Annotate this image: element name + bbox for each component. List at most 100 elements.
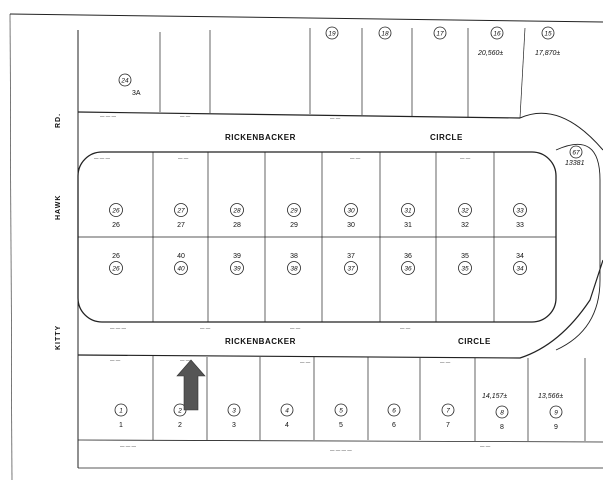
lot-39-label: 39 xyxy=(233,253,241,260)
street-upper-name: RICKENBACKER xyxy=(225,133,296,142)
lot-26-upper-label: 26 xyxy=(112,222,120,229)
lot-6-circled: 6 xyxy=(392,408,396,415)
lot-7-circled: 7 xyxy=(446,408,450,415)
svg-text:— —: — — xyxy=(480,444,491,449)
lot-28-circled: 28 xyxy=(232,208,241,215)
svg-text:— —: — — xyxy=(440,360,451,365)
svg-text:— —: — — xyxy=(180,358,191,363)
lot-7-label: 7 xyxy=(446,422,450,429)
top-lots: 24 3A 19 18 17 16 15 20,560± 17,870± xyxy=(118,26,560,97)
lot-2-circled: 2 xyxy=(177,408,182,415)
lot-6[interactable]: 6 6 xyxy=(387,403,401,429)
road-word-rd: RD. xyxy=(55,113,62,128)
lot-9-circled: 9 xyxy=(554,410,558,417)
lot-38-circled: 38 xyxy=(290,266,298,273)
lot-27-label: 27 xyxy=(177,222,185,229)
lot-36-circled: 36 xyxy=(404,266,412,273)
lot-33-circled: 33 xyxy=(516,208,524,215)
lot-38[interactable]: 38 38 xyxy=(287,253,301,275)
street-upper-suffix: CIRCLE xyxy=(430,133,463,142)
top-lot-24-label: 3A xyxy=(132,90,141,97)
lot-37[interactable]: 37 37 xyxy=(344,253,358,275)
top-lot-16[interactable]: 16 xyxy=(490,26,504,40)
svg-text:— —: — — xyxy=(350,156,361,161)
lot-9-label: 9 xyxy=(554,424,558,431)
road-word-kitty: KITTY xyxy=(55,325,62,350)
svg-text:— —: — — xyxy=(460,156,471,161)
lot-3-circled: 3 xyxy=(232,408,236,415)
lot-35-label: 35 xyxy=(461,253,469,260)
right-circled-number: 67 xyxy=(572,150,580,157)
lot-1[interactable]: 1 1 xyxy=(114,403,128,429)
lot-35-circled: 35 xyxy=(461,266,469,273)
dimension-notes: — — — — — — — — — — — — — — — — — — — — … xyxy=(94,114,491,453)
lot-8-circled: 8 xyxy=(500,410,504,417)
street-lower-suffix: CIRCLE xyxy=(458,337,491,346)
lot-35[interactable]: 35 35 xyxy=(458,253,472,275)
top-lot-24-number: 24 xyxy=(120,78,129,85)
bottom-lot-lines xyxy=(77,356,603,443)
top-lot-18-number: 18 xyxy=(381,31,389,38)
lot-34-label: 34 xyxy=(516,253,524,260)
top-lot-17[interactable]: 17 xyxy=(433,26,447,40)
lot-8-label: 8 xyxy=(500,424,504,431)
lot-26-lower[interactable]: 26 26 xyxy=(109,253,123,275)
top-lot-lines xyxy=(77,27,603,151)
lot-6-label: 6 xyxy=(392,422,396,429)
lower-row-lots: 26 26 40 40 39 39 38 38 37 37 36 36 xyxy=(109,253,527,275)
lot-4-circled: 4 xyxy=(285,408,289,415)
lot-5[interactable]: 5 5 xyxy=(334,403,348,429)
lot-28[interactable]: 28 28 xyxy=(230,203,244,230)
lot-1-label: 1 xyxy=(119,422,123,429)
svg-text:— — —: — — — xyxy=(100,114,117,119)
lot-39-circled: 39 xyxy=(233,266,241,273)
right-area-label: 13381 xyxy=(565,160,585,167)
lot-9[interactable]: 9 9 xyxy=(549,405,563,431)
top-area-1: 20,560± xyxy=(477,50,503,57)
lot-29[interactable]: 29 29 xyxy=(287,203,301,230)
lot-29-label: 29 xyxy=(290,222,298,229)
top-lot-18[interactable]: 18 xyxy=(378,26,392,40)
lot-4-label: 4 xyxy=(285,422,289,429)
lot-7[interactable]: 7 7 xyxy=(441,403,455,429)
lot-4[interactable]: 4 4 xyxy=(280,403,294,429)
lot-8[interactable]: 8 8 xyxy=(495,405,509,431)
top-lot-16-number: 16 xyxy=(493,31,501,38)
lot-40[interactable]: 40 40 xyxy=(174,253,188,275)
lot-27[interactable]: 27 27 xyxy=(174,203,188,230)
top-lot-17-number: 17 xyxy=(436,31,444,38)
bottom-row-lots: 1 1 2 2 3 3 4 4 5 5 6 6 7 xyxy=(114,393,563,431)
lot-32[interactable]: 32 32 xyxy=(458,203,472,230)
road-word-hawk: HAWK xyxy=(55,195,62,220)
svg-text:— — —: — — — xyxy=(110,326,127,331)
top-lot-19[interactable]: 19 xyxy=(325,26,339,40)
lot-26-upper[interactable]: 26 26 xyxy=(109,203,123,230)
lot-30[interactable]: 30 30 xyxy=(344,203,358,230)
bottom-area-1: 14,157± xyxy=(482,393,507,400)
svg-text:— —: — — xyxy=(330,116,341,121)
top-area-2: 17,870± xyxy=(535,50,560,57)
svg-text:— —: — — xyxy=(300,360,311,365)
top-lot-24[interactable]: 24 3A xyxy=(118,73,141,97)
lot-3[interactable]: 3 3 xyxy=(227,403,241,429)
upper-row-lots: 26 26 27 27 28 28 29 29 30 30 31 31 xyxy=(109,203,527,230)
top-lot-15[interactable]: 15 xyxy=(541,26,555,40)
lot-33[interactable]: 33 33 xyxy=(513,203,527,230)
lot-5-circled: 5 xyxy=(339,408,343,415)
lot-1-circled: 1 xyxy=(119,408,123,415)
lot-34[interactable]: 34 34 xyxy=(513,253,527,275)
lot-36-label: 36 xyxy=(404,253,412,260)
lot-31[interactable]: 31 31 xyxy=(401,203,415,230)
lot-3-label: 3 xyxy=(232,422,236,429)
right-edge-labels: 67 13381 xyxy=(565,145,585,167)
lot-36[interactable]: 36 36 xyxy=(401,253,415,275)
lot-31-circled: 31 xyxy=(404,208,412,215)
lot-26-lower-label: 26 xyxy=(112,253,120,260)
svg-text:— —: — — xyxy=(178,156,189,161)
lot-39[interactable]: 39 39 xyxy=(230,253,244,275)
lot-2-label: 2 xyxy=(178,422,182,429)
down-arrow-icon xyxy=(176,359,206,411)
svg-text:— — —: — — — xyxy=(94,156,111,161)
svg-text:— —: — — xyxy=(200,326,211,331)
